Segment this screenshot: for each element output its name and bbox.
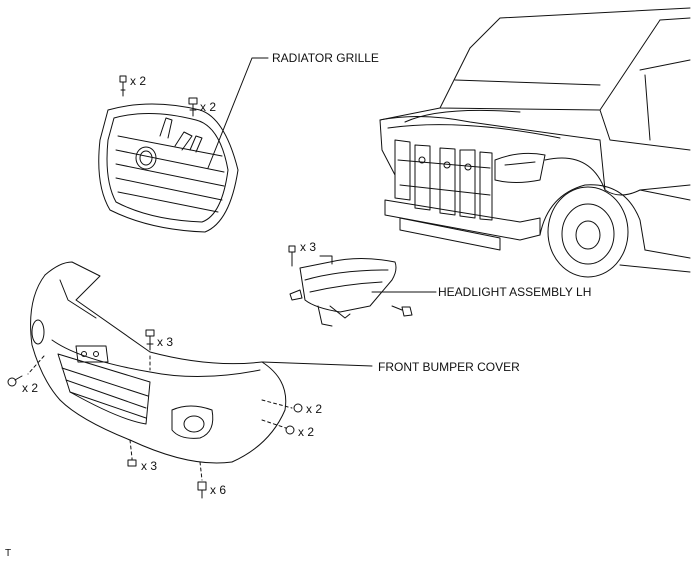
label-headlight-assembly: HEADLIGHT ASSEMBLY LH (438, 285, 592, 299)
headlight-bolt (289, 246, 295, 266)
qty-bumper-screw-right-upper: x 2 (306, 402, 323, 416)
headlight-assembly-part (290, 256, 396, 326)
radiator-grille-part (99, 104, 238, 232)
bumper-screw-right-lower (286, 426, 294, 434)
vehicle-illustration (380, 8, 690, 277)
leader-front-bumper-cover (262, 362, 372, 366)
bumper-screw-right-upper (294, 404, 302, 412)
bumper-clip-top (146, 330, 154, 350)
corner-mark: T (5, 548, 12, 559)
bumper-clip-bottom (128, 458, 136, 466)
bumper-bolt-bottom (198, 482, 206, 498)
qty-bumper-clip-bottom: x 3 (141, 459, 158, 473)
label-radiator-grille: RADIATOR GRILLE (272, 51, 379, 65)
qty-bumper-screw-left: x 2 (22, 381, 39, 395)
grille-clip-right (189, 98, 197, 116)
qty-bumper-screw-right-lower: x 2 (298, 425, 315, 439)
front-bumper-cover-part (28, 262, 292, 480)
qty-grille-clip-right: x 2 (200, 100, 217, 114)
qty-bumper-bolt-bottom: x 6 (210, 483, 227, 497)
leader-radiator-grille (208, 58, 268, 168)
qty-bumper-clip-top: x 3 (157, 335, 174, 349)
grille-clip-left (120, 76, 126, 96)
bumper-screw-left (8, 376, 22, 386)
label-front-bumper-cover: FRONT BUMPER COVER (378, 360, 520, 374)
qty-headlight-bolt: x 3 (300, 240, 317, 254)
headlight-side-bolt (392, 306, 412, 316)
qty-grille-clip-left: x 2 (130, 74, 147, 88)
